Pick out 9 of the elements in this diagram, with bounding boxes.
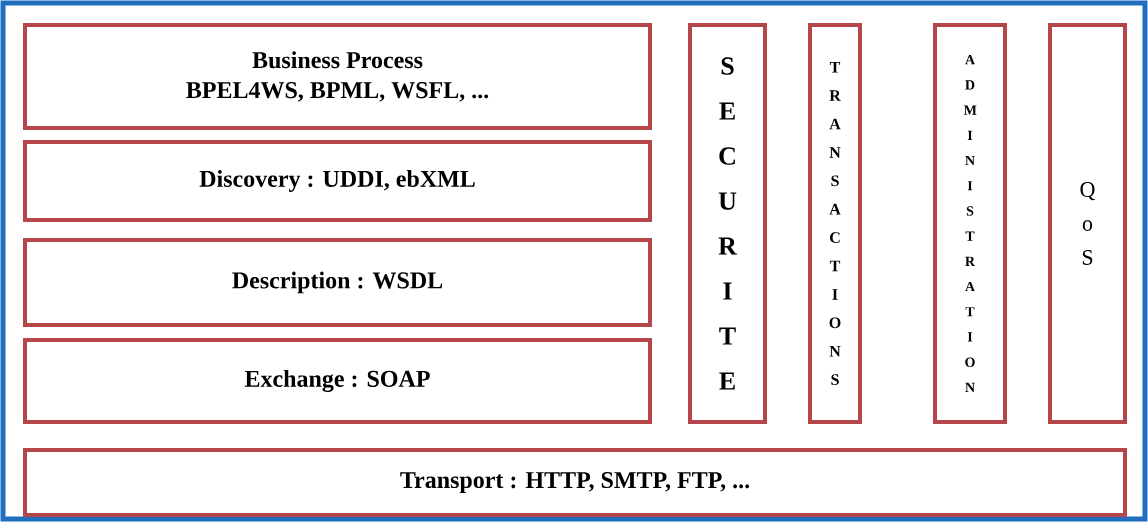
column-box: TRANSACTIONS (808, 23, 862, 424)
column-box: ADMINISTRATION (933, 23, 1007, 424)
layer-box: Transport : HTTP, SMTP, FTP, ... (23, 448, 1127, 517)
layer-box: Exchange : SOAP (23, 338, 652, 424)
column-box: SECURITE (688, 23, 767, 424)
layer-box: Business Process BPEL4WS, BPML, WSFL, ... (23, 23, 652, 130)
layer-box: Discovery : UDDI, ebXML (23, 140, 652, 222)
layer-box: Description : WSDL (23, 238, 652, 327)
column-box: QoS (1048, 23, 1127, 424)
